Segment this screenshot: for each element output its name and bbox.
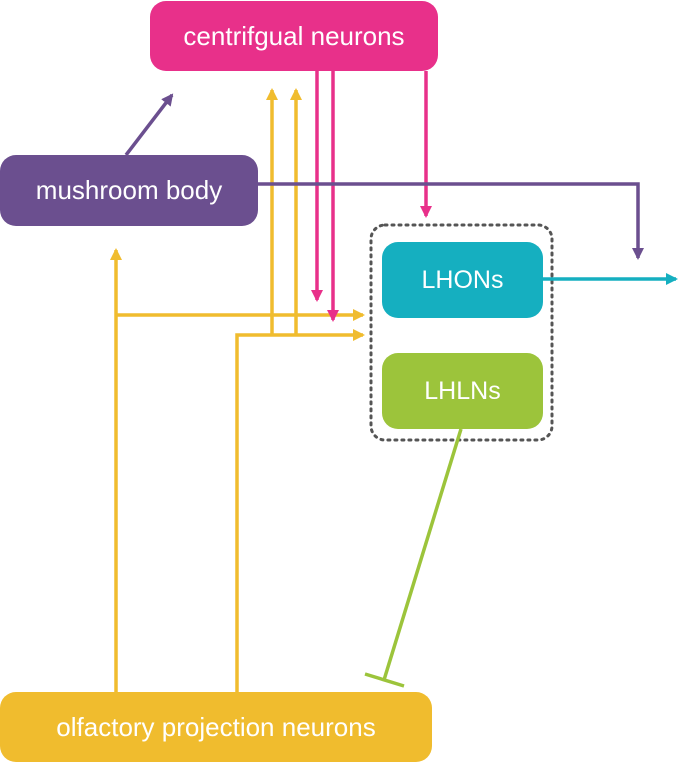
lhons-label: LHONs (421, 265, 504, 294)
lateral-horn-group (369, 223, 554, 442)
lhlns-label: LHLNs (424, 376, 501, 405)
olfactory-projection-neurons-node: olfactory projection neurons (0, 692, 432, 762)
mushroom-body-to-output-edge (258, 182, 644, 260)
olfactory-pn-edges (110, 88, 365, 692)
opn-to-lateral-horn-lower-edge (235, 329, 365, 692)
centrifugal-neurons-node: centrifgual neurons (150, 1, 438, 71)
mushroom-body-label: mushroom body (35, 175, 223, 205)
lhlns-node: LHLNs (382, 353, 543, 429)
lhons-node: LHONs (382, 242, 543, 318)
centrifugal-neurons-label: centrifgual neurons (183, 20, 405, 51)
inhibitory-bar (364, 672, 405, 688)
mushroom-body-to-centrifugal-edge (124, 93, 174, 157)
lhlns-inhibitory-edge (364, 428, 463, 688)
olfactory-projection-neurons-label: olfactory projection neurons (56, 711, 376, 742)
mushroom-body-node: mushroom body (0, 155, 258, 226)
mushroom-body-edges (124, 93, 644, 260)
